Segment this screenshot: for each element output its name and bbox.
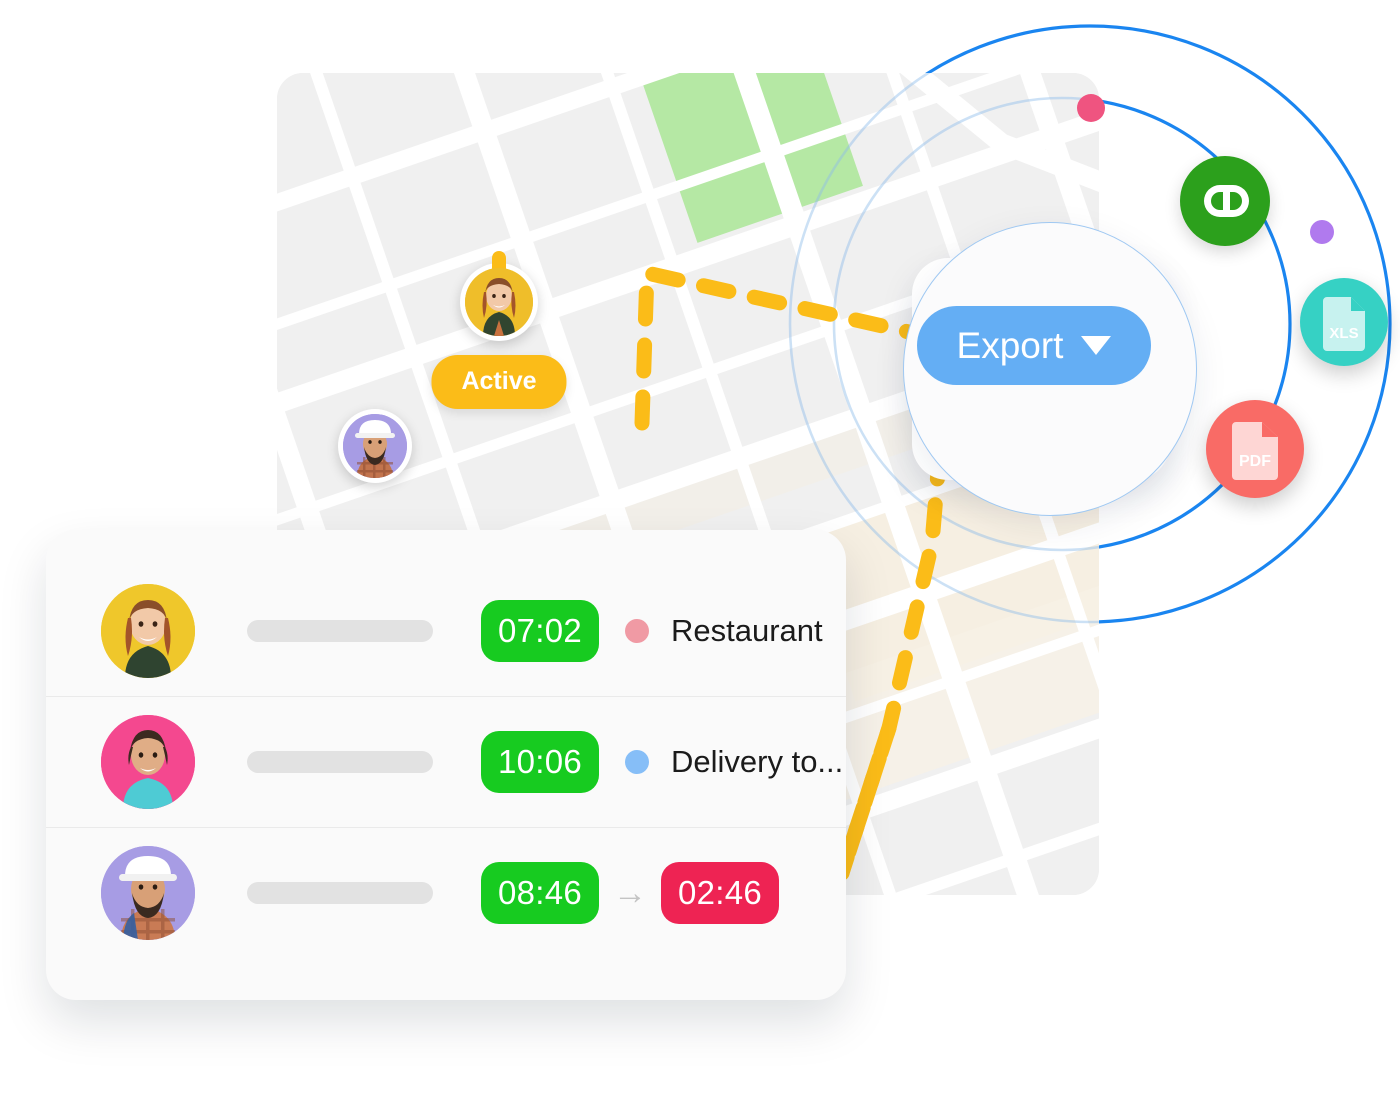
xls-file-icon[interactable]: XLS	[1300, 278, 1388, 366]
portrait-worker-helmet	[343, 414, 407, 478]
marker-pin[interactable]	[338, 409, 412, 483]
pdf-file-icon[interactable]: PDF	[1206, 400, 1304, 498]
table-row[interactable]: 10:06 Delivery to...	[46, 696, 846, 827]
location-dot-icon	[625, 750, 649, 774]
location-group: Delivery to...	[625, 744, 843, 780]
name-placeholder-bar	[247, 751, 433, 773]
marker-field-agent-1[interactable]: Active	[431, 251, 567, 409]
chevron-down-icon	[1081, 336, 1112, 355]
clock-in-pill[interactable]: 10:06	[481, 731, 599, 793]
marker-field-agent-2[interactable]	[338, 409, 412, 483]
qb-glyph	[1204, 185, 1249, 217]
portrait-woman-green	[465, 268, 533, 336]
name-placeholder-bar	[247, 882, 433, 904]
location-label: Restaurant	[671, 613, 823, 648]
marker-pin[interactable]	[460, 263, 538, 341]
avatar	[465, 268, 533, 336]
quickbooks-icon[interactable]	[1180, 156, 1270, 246]
timesheet-card: 07:02 Restaurant	[46, 530, 846, 1000]
arrow-right-icon: →	[613, 874, 647, 912]
name-placeholder-bar	[247, 620, 433, 642]
avatar	[101, 715, 195, 809]
export-button-label: Export	[956, 324, 1064, 366]
location-dot-icon	[625, 619, 649, 643]
portrait-woman-green	[101, 584, 195, 678]
clock-out-pill[interactable]: 02:46	[661, 862, 779, 924]
portrait-worker-helmet	[101, 846, 195, 940]
file-glyph: PDF	[1232, 422, 1278, 480]
table-row[interactable]: 07:02 Restaurant	[46, 566, 846, 696]
pdf-label: PDF	[1239, 453, 1271, 470]
file-glyph: XLS	[1323, 297, 1365, 351]
orbit-rings-behind-map	[788, 73, 1099, 624]
location-group: Restaurant	[625, 613, 823, 649]
export-button[interactable]: Export	[917, 306, 1151, 385]
xls-label: XLS	[1329, 325, 1358, 342]
orbit-dot-pink	[1077, 94, 1105, 122]
avatar	[101, 584, 195, 678]
portrait-woman-teal	[101, 715, 195, 809]
location-label: Delivery to...	[671, 744, 844, 779]
orbit-dot-purple	[1310, 220, 1334, 244]
avatar	[343, 414, 407, 478]
status-badge: Active	[431, 355, 567, 409]
table-row[interactable]: 08:46 → 02:46	[46, 827, 846, 958]
avatar	[101, 846, 195, 940]
clock-in-pill[interactable]: 08:46	[481, 862, 599, 924]
clock-in-pill[interactable]: 07:02	[481, 600, 599, 662]
